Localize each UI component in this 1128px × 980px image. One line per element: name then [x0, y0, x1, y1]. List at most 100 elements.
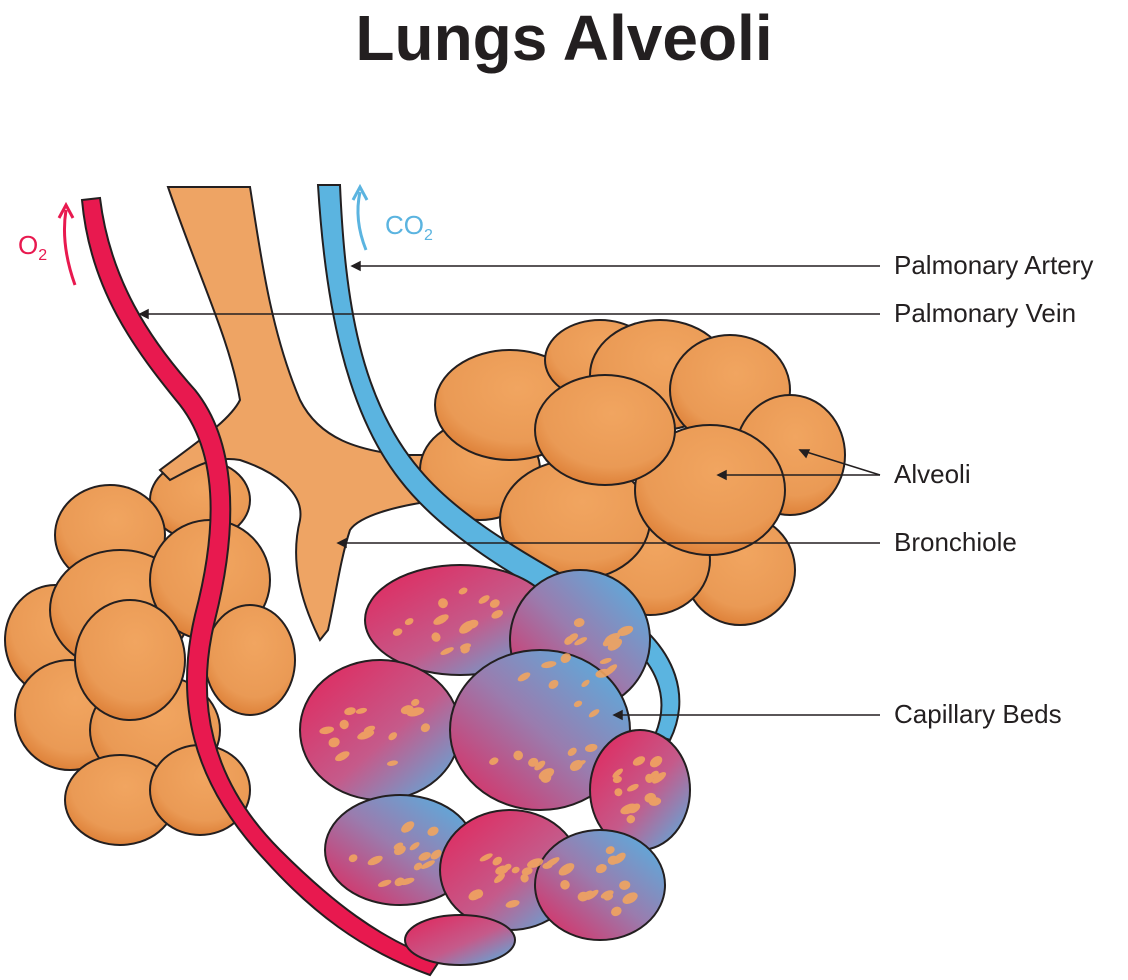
capillary-spot: [392, 628, 403, 636]
oxygen-arrow: [57, 201, 77, 286]
capillary-spot: [319, 726, 334, 735]
capillary-spot: [479, 853, 493, 862]
capillary-spot: [489, 599, 500, 608]
capillary-spot: [473, 889, 484, 899]
capillary-spot: [388, 732, 398, 741]
capillary-spots: [319, 587, 667, 917]
capillary-spot: [649, 755, 663, 768]
left-alveoli-cluster: [4, 459, 296, 846]
capillary-spot: [595, 668, 611, 678]
capillary-spot: [564, 635, 574, 645]
capillary-spot: [328, 737, 340, 748]
capillary-spot: [622, 892, 638, 904]
capillary-spot: [458, 587, 468, 595]
capillary-spot: [558, 863, 575, 876]
capillary-spot: [581, 679, 590, 687]
co2-subscript: 2: [424, 227, 433, 245]
capillary-spot: [348, 854, 358, 863]
capillary-spot: [459, 643, 472, 650]
capillary-spot: [560, 880, 570, 890]
capillary-spot: [344, 707, 356, 716]
capillary-spot: [492, 856, 503, 866]
capillary-spot: [367, 855, 383, 866]
capillary-spot: [440, 647, 454, 656]
capillary-spot: [617, 625, 634, 636]
bronchiole-tube: [158, 186, 441, 642]
capillary-spot: [431, 632, 441, 642]
capillary-spot: [626, 815, 636, 824]
capillary-spot: [489, 757, 499, 765]
capillary-spot: [595, 864, 607, 874]
capillary-spot: [628, 803, 641, 814]
capillary-spot: [527, 858, 544, 868]
capillary-spot: [406, 707, 425, 717]
capillary-spot: [517, 672, 531, 682]
capillary-spot: [409, 842, 420, 851]
oxygen-label: O2: [18, 230, 47, 265]
capillary-spot: [420, 860, 435, 869]
capillary-spot: [520, 873, 529, 883]
capillary-spot: [548, 679, 559, 689]
capillary-beds: [299, 564, 691, 966]
capillary-spot: [433, 614, 449, 625]
capillary-spot: [378, 879, 392, 888]
capillary-spot: [413, 862, 423, 871]
capillary-spot: [584, 743, 598, 752]
capillary-spot: [632, 756, 646, 766]
capillary-spot: [386, 760, 399, 766]
capillary-spot: [652, 772, 667, 784]
capillary-spot: [613, 852, 626, 864]
capillary-spot: [560, 653, 571, 663]
capillary-spot: [573, 700, 583, 708]
co2-symbol: CO: [385, 210, 424, 240]
capillary-spot: [478, 595, 490, 604]
capillary-spot: [438, 598, 448, 609]
capillary-spot: [430, 849, 442, 860]
capillary-beds-label: Capillary Beds: [894, 699, 1062, 729]
bronchiole-label: Bronchiole: [894, 527, 1017, 557]
capillary-spot: [604, 632, 621, 644]
capillary-spot: [534, 760, 546, 771]
oxygen-symbol: O: [18, 230, 39, 260]
capillary-spot: [600, 890, 614, 899]
pulmonary-vein: [80, 196, 442, 977]
capillary-spot: [411, 698, 420, 707]
capillary-spot: [538, 768, 555, 780]
capillary-spot: [420, 723, 431, 733]
capillary-spot: [404, 618, 414, 626]
capillary-spot: [573, 618, 585, 628]
capillary-spot: [645, 773, 654, 783]
capillary-spot: [495, 865, 509, 875]
capillary-spot: [619, 880, 631, 890]
capillary-spot: [599, 658, 612, 664]
capillary-spot: [612, 768, 623, 778]
co2-label: CO2: [385, 210, 433, 245]
capillary-spot: [567, 747, 577, 757]
capillary-spot: [588, 709, 600, 718]
capillary-spot: [607, 638, 623, 651]
co2-arrow: [351, 183, 369, 251]
capillary-spot: [513, 750, 524, 761]
capillary-spot: [505, 900, 520, 908]
capillary-spot: [355, 707, 368, 714]
capillary-spot: [586, 889, 599, 900]
capillary-spot: [491, 609, 503, 619]
capillary-spot: [418, 852, 431, 861]
leader-lines: [138, 260, 881, 721]
capillary-spot: [614, 788, 623, 797]
capillary-spot: [363, 725, 376, 733]
capillary-spot: [357, 730, 375, 740]
capillary-spot: [541, 661, 557, 669]
capillary-spot: [542, 862, 553, 869]
capillary-spot: [494, 873, 505, 884]
capillary-spot: [401, 821, 415, 833]
alveoli-label: Alveoli: [894, 459, 971, 489]
pulmonary-artery-label: Palmonary Artery: [894, 250, 1094, 280]
capillary-spot: [574, 637, 588, 646]
capillary-spot: [466, 619, 479, 629]
capillary-spot: [511, 866, 520, 874]
page-title: Lungs Alveoli: [355, 2, 773, 74]
capillary-spot: [648, 797, 662, 806]
capillary-spot: [335, 751, 350, 762]
